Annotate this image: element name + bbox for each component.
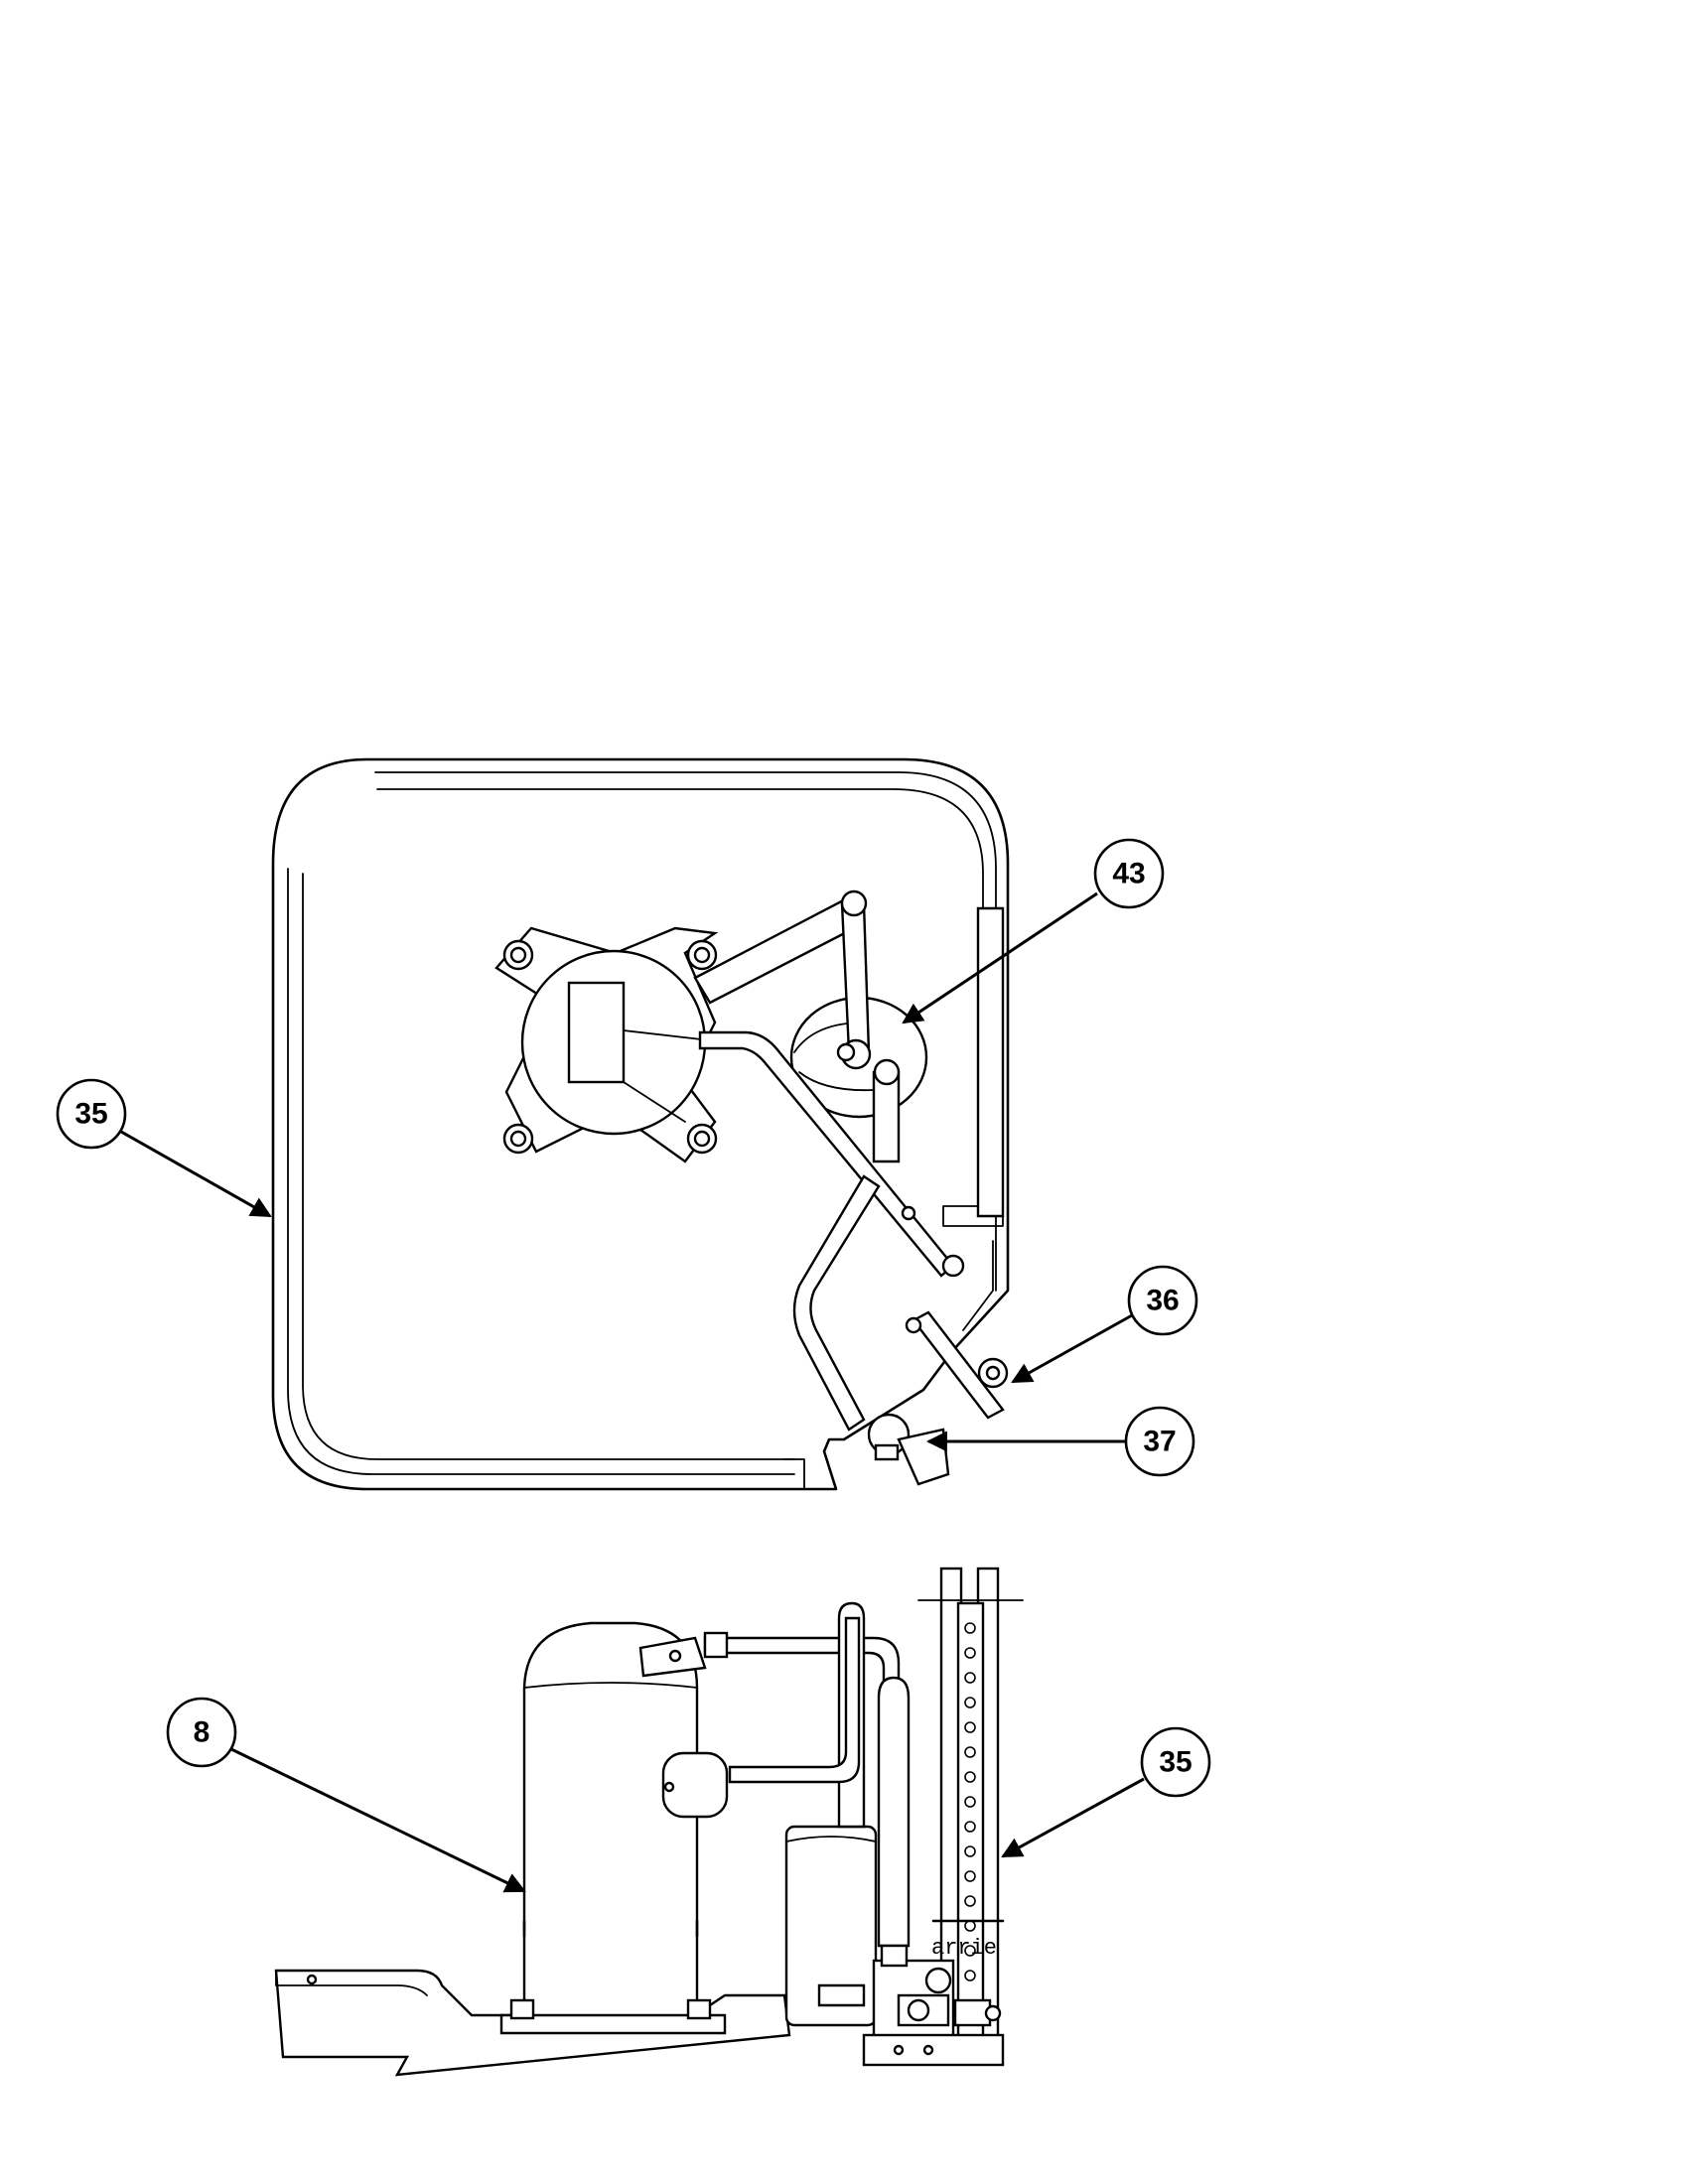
compressor-feet	[499, 2013, 727, 2035]
callout-43-label: 43	[1112, 858, 1145, 890]
mount-bolt-tr-inner	[693, 946, 711, 964]
pan-bottom-notch	[783, 1458, 805, 1490]
callout-36: 36	[1011, 1265, 1198, 1384]
callout-35-top: 35	[56, 1078, 272, 1218]
discharge-tube	[693, 896, 866, 1005]
base-pan-inner-left	[287, 868, 795, 1475]
coil-side	[917, 1567, 1024, 2047]
callout-35-top-label: 35	[74, 1098, 107, 1131]
side-suction-tube	[877, 1676, 911, 1948]
terminal-cover	[661, 1751, 729, 1819]
base-pan-outer	[271, 757, 1010, 1491]
callout-36-label: 36	[1146, 1285, 1179, 1317]
valve-tube-36	[912, 1310, 1005, 1420]
callout-35-side: 35	[1001, 1726, 1211, 1858]
tubing-top	[693, 889, 1005, 1432]
accumulator-outlet	[728, 1616, 861, 1784]
top-view: 43 35 36 37	[56, 757, 1198, 1491]
side-stencil-text: arrie	[931, 1936, 997, 1961]
mount-bolt-tl-inner	[509, 946, 527, 964]
coil-fin-dots	[964, 1622, 976, 1981]
base-pan-inner-2	[376, 788, 984, 1207]
compressor-side	[499, 1621, 729, 2035]
side-view: arrie 8 35	[166, 1567, 1211, 2077]
compressor-terminal-box	[567, 981, 626, 1084]
compressor-shell	[522, 1621, 699, 2022]
compressor-top	[494, 926, 719, 1163]
base-pan-inner-left-2	[302, 873, 795, 1460]
service-valve-37	[867, 1413, 950, 1486]
side-service-valves	[862, 1944, 1005, 2067]
mount-bolt-bl-inner	[509, 1130, 527, 1148]
callout-8: 8	[166, 1697, 526, 1893]
s-bend-tube	[792, 1174, 881, 1432]
suction-tube	[698, 1030, 955, 1278]
accumulator-outlet-tube	[872, 1070, 901, 1163]
mount-bolt-br-inner	[693, 1130, 711, 1148]
callout-37: 37	[925, 1406, 1195, 1477]
long-return-tube	[976, 906, 1005, 1218]
accumulator-side	[728, 1601, 878, 2027]
callout-37-label: 37	[1143, 1426, 1176, 1458]
accumulator-cylinder	[784, 1825, 878, 2027]
callout-8-label: 8	[194, 1716, 210, 1749]
callout-35-side-label: 35	[1159, 1746, 1192, 1779]
service-valve-36	[977, 1357, 1009, 1389]
callout-43: 43	[902, 838, 1165, 1024]
base-pan-inner	[374, 771, 997, 1292]
